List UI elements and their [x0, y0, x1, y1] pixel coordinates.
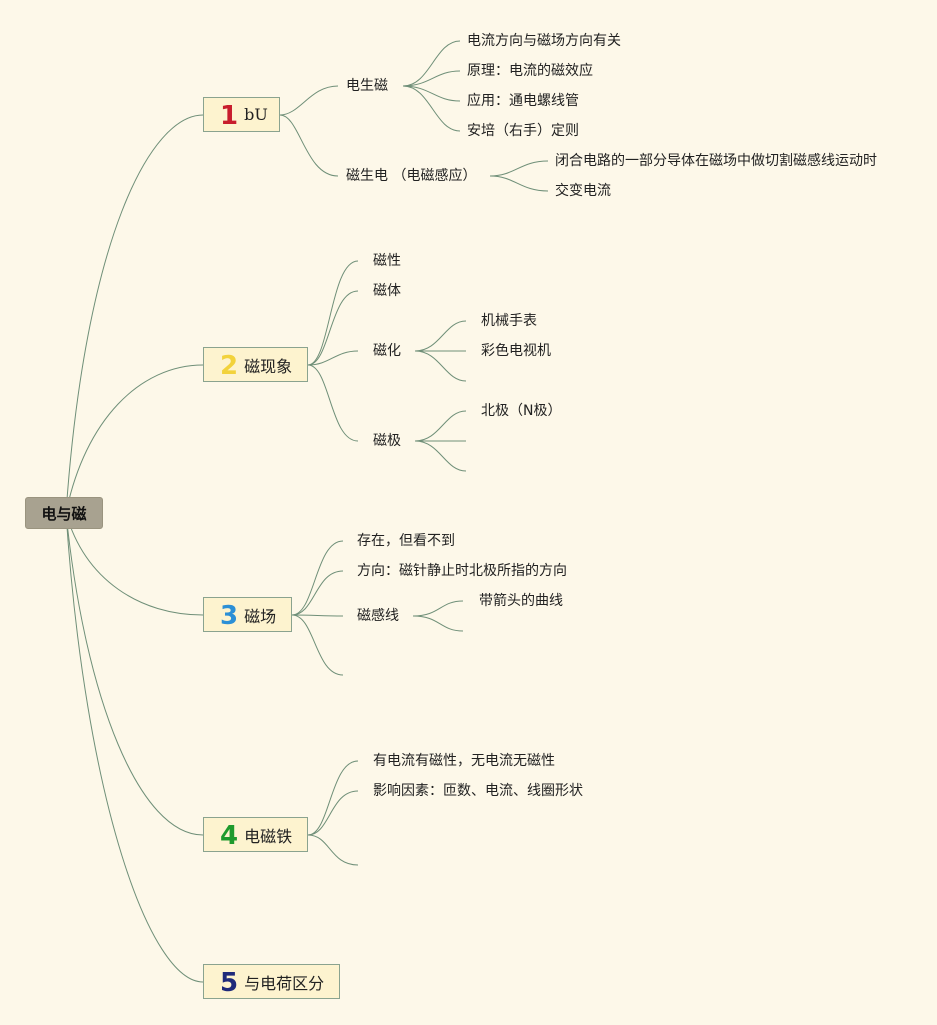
subtopic-2-4[interactable]: 磁极	[373, 433, 401, 449]
subtopic-4-1[interactable]: 有电流有磁性，无电流无磁性	[373, 753, 555, 769]
leaf-2-3-2[interactable]: 彩色电视机	[481, 343, 551, 359]
topic-1-label: bU	[244, 105, 268, 124]
topic-2-node[interactable]: 2 磁现象	[203, 347, 308, 382]
leaf-1-1-1[interactable]: 电流方向与磁场方向有关	[467, 33, 621, 49]
topic-3-node[interactable]: 3 磁场	[203, 597, 292, 632]
topic-4-number: 4	[220, 820, 239, 851]
leaf-1-1-2[interactable]: 原理：电流的磁效应	[467, 63, 593, 79]
subtopic-3-3[interactable]: 磁感线	[357, 608, 399, 624]
topic-1-number: 1	[220, 100, 239, 131]
subtopic-4-2[interactable]: 影响因素：匝数、电流、线圈形状	[373, 783, 583, 799]
topic-5-number: 5	[220, 967, 239, 998]
topic-4-node[interactable]: 4 电磁铁	[203, 817, 308, 852]
subtopic-2-2[interactable]: 磁体	[373, 283, 401, 299]
topic-4-label: 电磁铁	[244, 826, 293, 846]
subtopic-1-2[interactable]: 磁生电 （电磁感应）	[346, 168, 477, 184]
connector-lines	[65, 40, 549, 983]
leaf-2-4-1[interactable]: 北极（N极）	[481, 403, 562, 419]
leaf-1-2-1[interactable]: 闭合电路的一部分导体在磁场中做切割磁感线运动时	[555, 153, 877, 169]
root-label: 电与磁	[41, 504, 87, 523]
topic-2-label: 磁现象	[244, 356, 293, 376]
subtopic-2-1[interactable]: 磁性	[373, 253, 401, 269]
leaf-3-3-1[interactable]: 带箭头的曲线	[479, 593, 563, 609]
subtopic-1-1[interactable]: 电生磁	[346, 78, 388, 94]
topic-5-label: 与电荷区分	[244, 973, 325, 993]
topic-3-number: 3	[220, 600, 239, 631]
leaf-1-2-2[interactable]: 交变电流	[555, 183, 611, 199]
leaf-1-1-4[interactable]: 安培（右手）定则	[467, 123, 579, 139]
subtopic-2-3[interactable]: 磁化	[373, 343, 401, 359]
root-node[interactable]: 电与磁	[25, 497, 103, 529]
topic-5-node[interactable]: 5 与电荷区分	[203, 964, 340, 999]
subtopic-3-2[interactable]: 方向：磁针静止时北极所指的方向	[357, 563, 567, 579]
topic-3-label: 磁场	[244, 606, 277, 626]
subtopic-3-1[interactable]: 存在，但看不到	[357, 533, 455, 549]
topic-2-number: 2	[220, 350, 239, 381]
leaf-2-3-1[interactable]: 机械手表	[481, 313, 537, 329]
topic-1-node[interactable]: 1 bU	[203, 97, 280, 132]
leaf-1-1-3[interactable]: 应用：通电螺线管	[467, 93, 579, 109]
